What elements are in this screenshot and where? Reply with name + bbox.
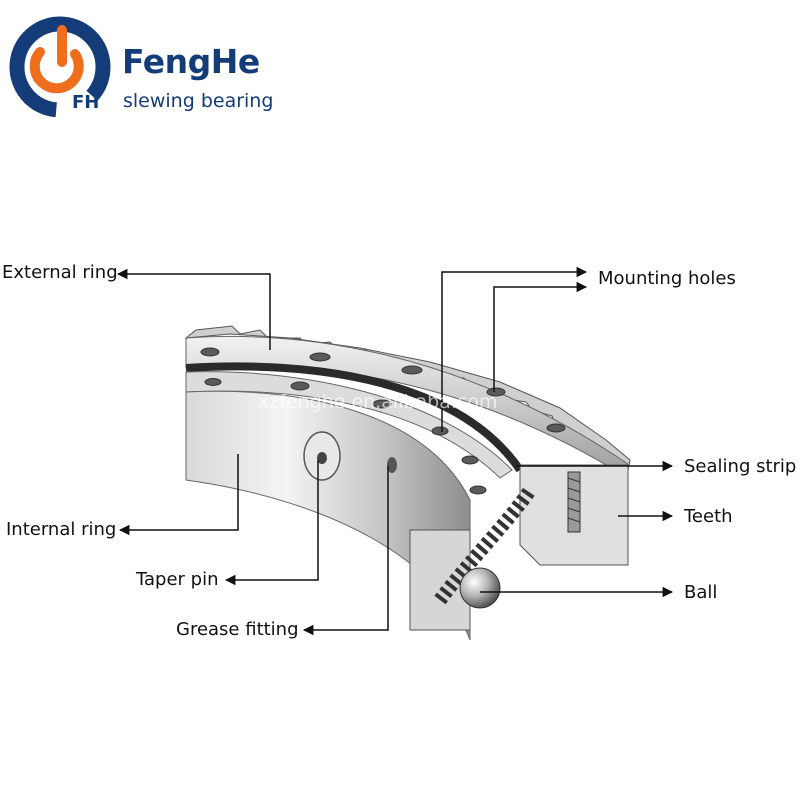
logo-letters: FH bbox=[72, 92, 100, 113]
logo-mark bbox=[9, 16, 111, 118]
brand-tagline: slewing bearing bbox=[123, 90, 274, 112]
label-grease-fitting: Grease fitting bbox=[176, 619, 299, 640]
leader-lines bbox=[116, 266, 674, 636]
watermark: xzfenghe.en.alibaba.com bbox=[258, 391, 497, 413]
label-sealing-strip: Sealing strip bbox=[684, 456, 797, 477]
label-mounting-holes: Mounting holes bbox=[598, 268, 736, 289]
label-internal-ring: Internal ring bbox=[6, 519, 117, 540]
grease-fitting-shape bbox=[387, 457, 397, 473]
ball-shape bbox=[459, 567, 501, 609]
label-ball: Ball bbox=[684, 582, 718, 603]
leader-internal-ring bbox=[118, 454, 239, 536]
label-taper-pin: Taper pin bbox=[136, 569, 219, 590]
mounting-hole-set bbox=[200, 347, 566, 495]
ball-cage bbox=[434, 486, 536, 605]
taper-pin-center bbox=[317, 452, 327, 464]
leader-mounting-holes-1 bbox=[441, 266, 588, 432]
cross-section bbox=[409, 464, 629, 631]
leader-mounting-holes-2 bbox=[493, 281, 588, 392]
leader-taper-pin bbox=[224, 460, 319, 586]
label-external-ring: External ring bbox=[2, 262, 118, 283]
seal-groove bbox=[185, 362, 524, 473]
internal-ring-band bbox=[185, 390, 471, 641]
label-teeth: Teeth bbox=[684, 506, 733, 527]
leader-external-ring bbox=[116, 268, 271, 350]
leader-grease-fitting bbox=[302, 466, 389, 636]
brand-name: FengHe bbox=[122, 42, 260, 81]
